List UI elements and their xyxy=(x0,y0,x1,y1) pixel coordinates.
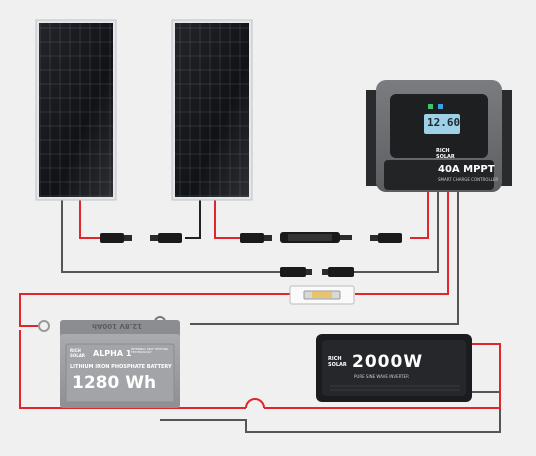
controller-subtitle: SMART CHARGE CONTROLLER xyxy=(438,177,499,182)
inverter-positive-run xyxy=(264,343,501,409)
pv-positive-run xyxy=(410,192,429,239)
inverter-brand-line2: SOLAR xyxy=(328,362,347,368)
controller-model: 40A MPPT xyxy=(438,164,495,175)
battery-brand: RICH SOLAR xyxy=(70,348,85,358)
solar-panel-2 xyxy=(171,19,253,201)
pv-negative-run xyxy=(350,192,439,273)
battery-model: ALPHA 1 xyxy=(93,349,132,358)
inverter-brand-line1: RICH xyxy=(328,356,342,362)
controller-brand-line2: SOLAR xyxy=(436,154,455,160)
controller-display xyxy=(424,114,460,134)
battery-positive-run xyxy=(355,192,449,295)
battery-tag: INTERNAL SELF HEATING TECHNOLOGY xyxy=(131,347,169,354)
controller-display-value: 12.60 xyxy=(427,116,461,129)
anl-fuse xyxy=(289,285,355,305)
panel1-positive-wire xyxy=(79,200,100,239)
charge-controller xyxy=(366,80,512,192)
panel1-negative-wire xyxy=(61,200,290,273)
solar-panel-1 xyxy=(35,19,117,201)
panel2-negative-wire xyxy=(185,200,201,239)
battery-brand-line2: SOLAR xyxy=(70,353,86,358)
inverter-brand: RICH SOLAR xyxy=(328,356,347,368)
inverter xyxy=(316,334,472,402)
battery-top-label: 12.8V 100Ah xyxy=(92,322,143,330)
panel2-positive-wire xyxy=(214,200,240,239)
battery-negative-run xyxy=(190,192,459,325)
inverter-power: 2000W xyxy=(352,352,424,372)
inverter-subtitle: PURE SINE WAVE INVERTER xyxy=(354,374,409,379)
battery-capacity: 1280 Wh xyxy=(72,373,157,393)
controller-brand-line1: RICH xyxy=(436,148,450,154)
battery-brand-line1: RICH xyxy=(70,348,81,353)
battery-chemistry: LITHIUM IRON PHOSPHATE BATTERY xyxy=(70,364,172,370)
battery xyxy=(60,320,180,408)
